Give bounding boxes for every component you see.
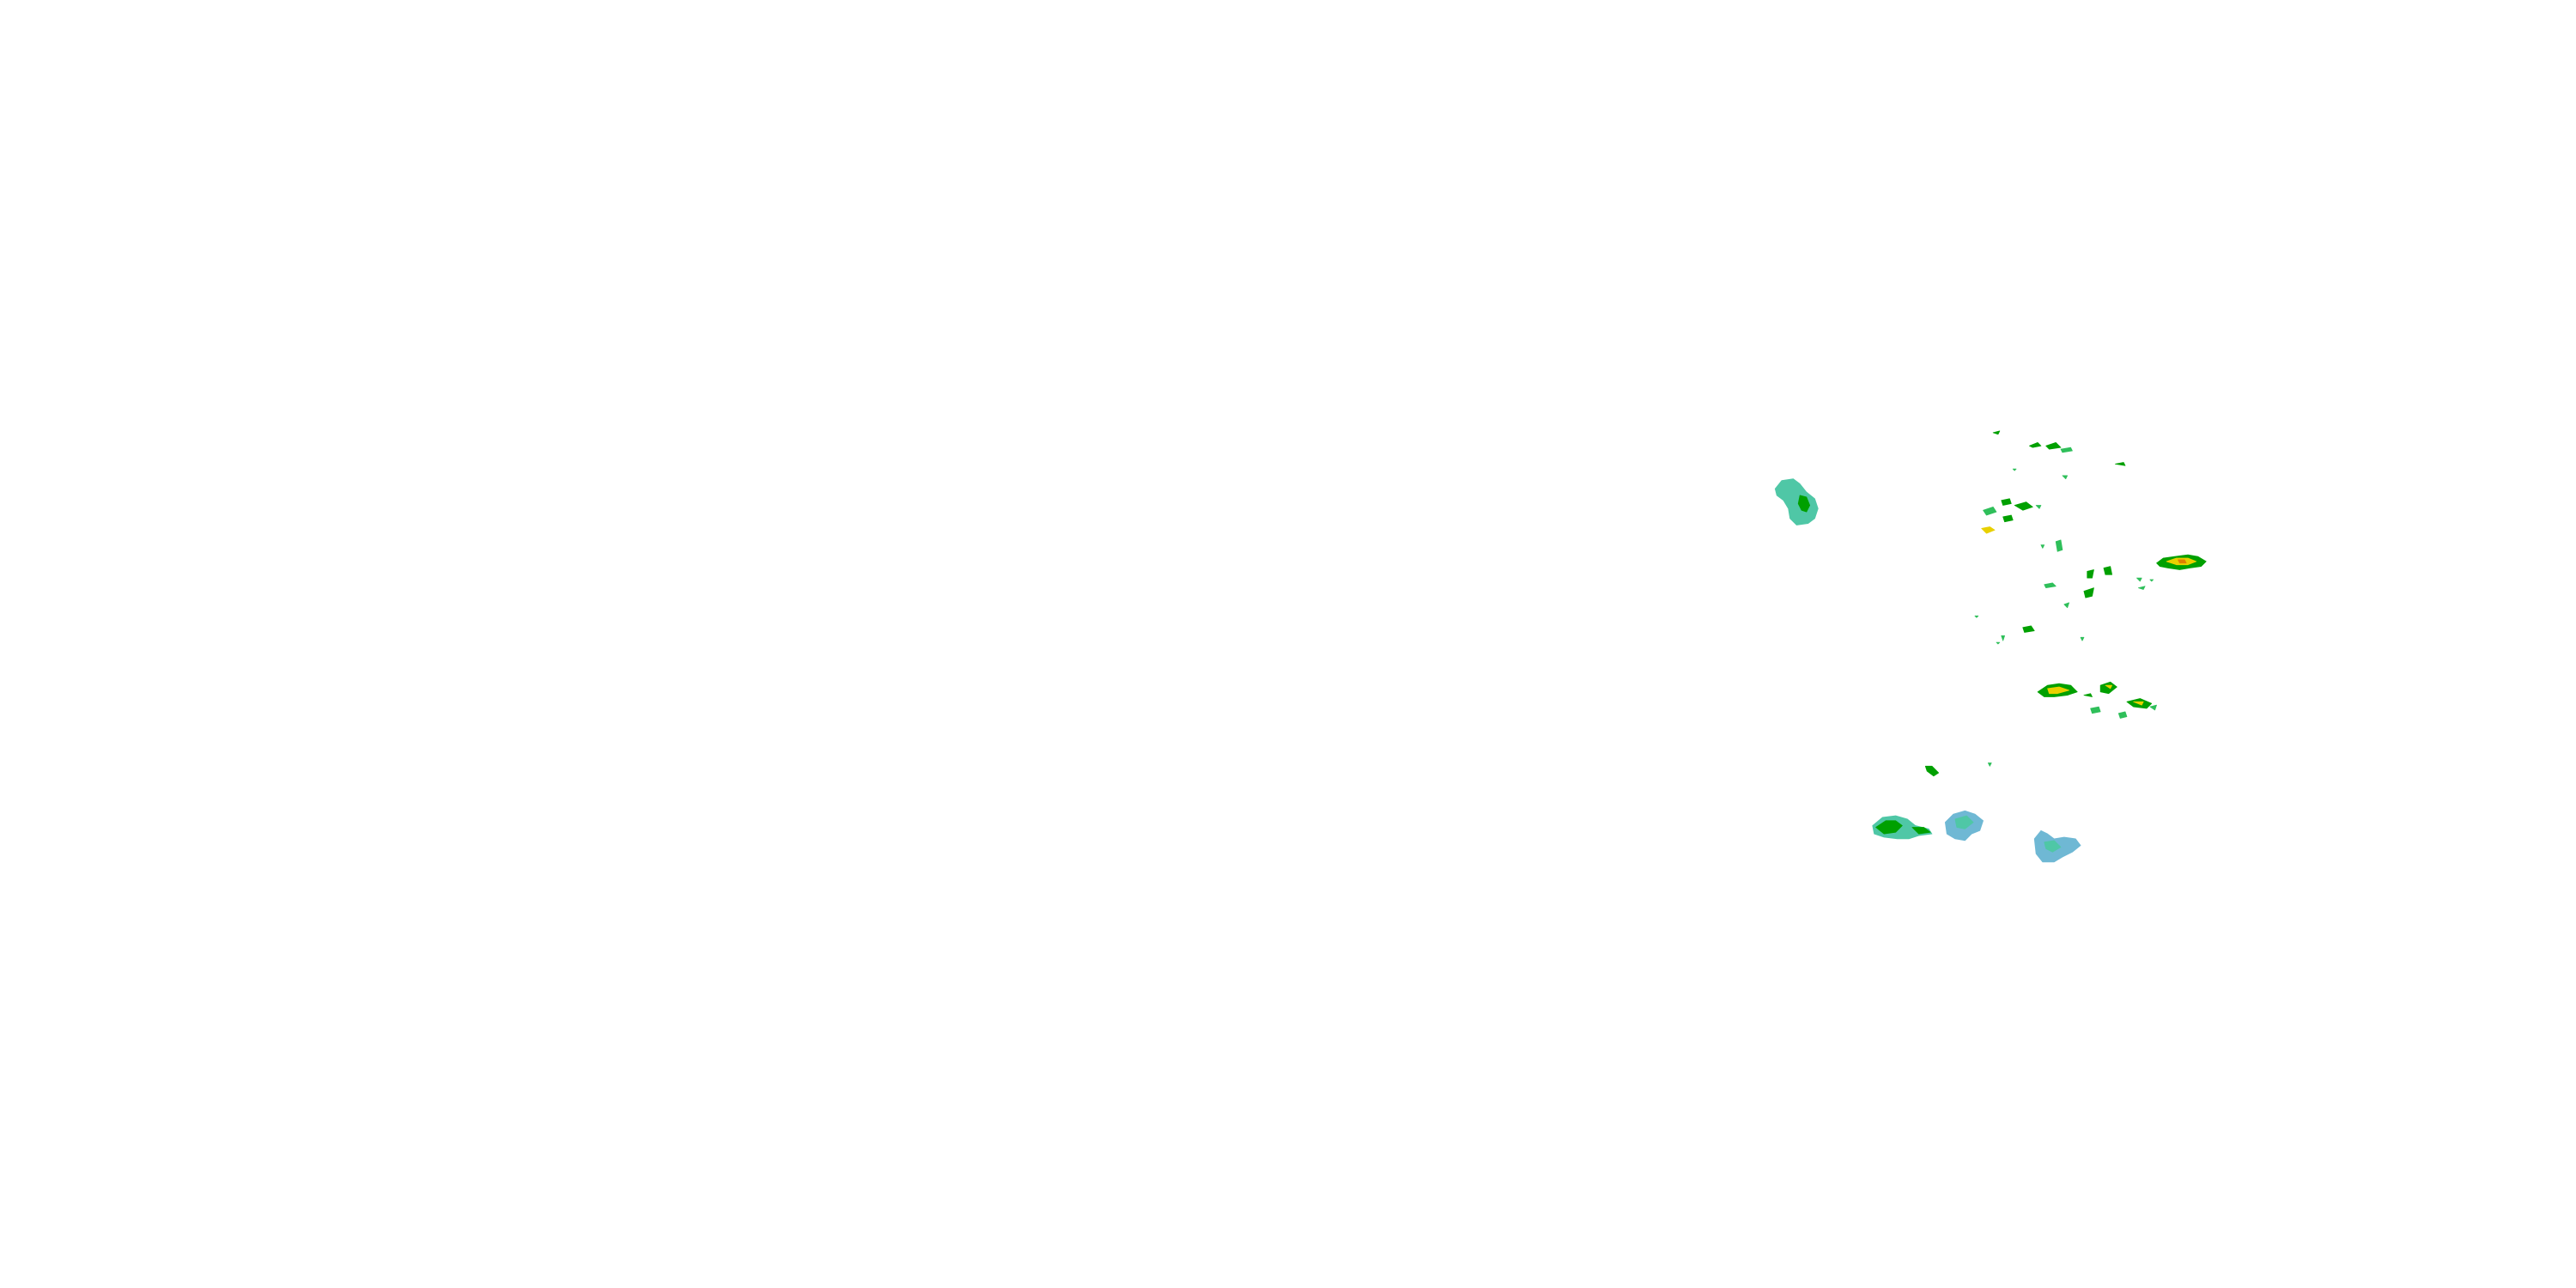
echo-cell [2001,498,2012,506]
echo-cell [2014,501,2033,511]
echo-cell [2060,447,2073,453]
echo-cell [2105,684,2112,690]
echo-northwest-outer [1774,478,1819,526]
echo-northeast-peak [2178,559,2187,564]
echo-cell [1988,762,1992,767]
echo-cell [2063,602,2069,609]
echo-southwest-core [1875,820,1903,835]
echo-cell [2055,539,2063,552]
echo-cell [1974,615,1979,618]
echo-cell [2149,704,2157,711]
echo-cell [1996,641,2001,645]
echo-southeast-main-core [2047,686,2069,695]
echo-cell [1983,507,1997,516]
echo-central-scattered [1974,539,2154,645]
echo-cell [2090,706,2101,714]
echo-cell [2001,635,2005,641]
echo-south-center [1945,810,1984,841]
echo-cell [2040,544,2045,549]
echo-cell [2133,701,2144,706]
echo-cell [2083,693,2093,697]
echo-cell [1924,765,1940,777]
echo-isolated [1924,762,1992,777]
echo-cell [2022,625,2035,633]
echo-cell [2035,505,2042,509]
echo-southwest-tail [1911,827,1931,835]
echo-cell [2083,587,2094,598]
echo-south-east-inner [2044,840,2062,853]
echo-cell [2029,442,2042,448]
echo-south-east [2033,829,2081,863]
echo-northwest [1774,478,1819,526]
echo-cell [2136,577,2142,582]
echo-cell [2149,579,2154,582]
echo-cell [2087,569,2094,579]
echo-northeast-band [2156,554,2207,570]
echo-southeast-band [2037,681,2157,719]
echo-cell [2044,582,2057,588]
echo-cell [2002,514,2014,523]
echo-cell [2103,566,2112,575]
echo-cell [2045,442,2062,450]
echo-cell [2062,475,2069,480]
echo-cell [2138,586,2146,590]
echo-cell [1981,526,1996,534]
echo-south-center-core [1954,815,1974,829]
echo-cell [2012,468,2017,471]
echo-cell [1992,430,2001,435]
echo-cell [2115,462,2126,466]
echo-southwest [1872,815,1933,840]
echo-north-cluster [1981,430,2126,534]
echo-cell [2080,636,2085,641]
echo-cell [2117,711,2128,719]
echo-northwest-core [1797,495,1811,513]
